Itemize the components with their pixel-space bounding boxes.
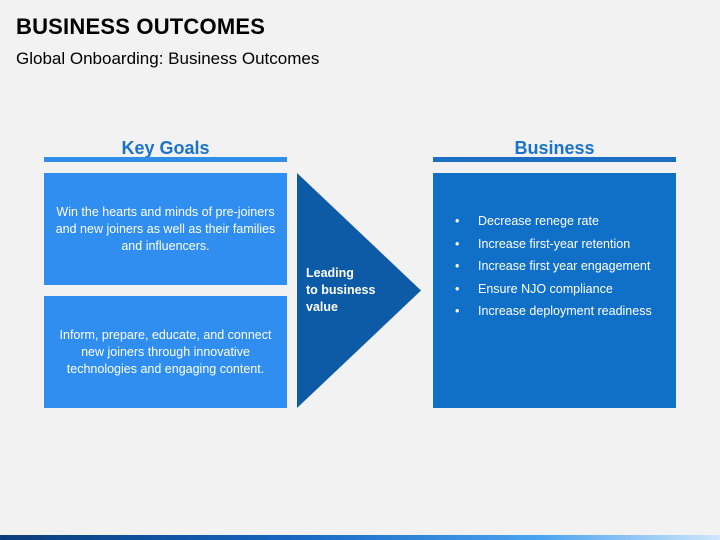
key-goals-heading: Key Goals — [121, 138, 210, 158]
goal-box-1: Win the hearts and minds of pre-joiners … — [44, 173, 287, 285]
arrow-label: Leading to business value — [306, 265, 386, 316]
chevron-arrow-shape — [297, 173, 421, 408]
goal-box-2-text: Inform, prepare, educate, and connect ne… — [59, 327, 272, 376]
business-heading: Business — [514, 138, 595, 158]
goal-box-2: Inform, prepare, educate, and connect ne… — [44, 296, 287, 408]
business-outcomes-list: •Decrease renege rate •Increase first-ye… — [455, 213, 666, 320]
list-item: •Increase first-year retention — [455, 236, 631, 251]
business-rule — [433, 157, 676, 162]
bullet-icon: • — [455, 304, 460, 318]
bullet-icon: • — [455, 281, 460, 296]
arrow-label-line-2: to business — [306, 283, 376, 297]
slide-subtitle: Global Onboarding: Business Outcomes — [16, 49, 320, 68]
key-goals-rule — [44, 157, 287, 162]
slide-title: BUSINESS OUTCOMES — [16, 14, 266, 39]
list-item: •Decrease renege rate — [455, 214, 599, 228]
footer-gradient-bar — [0, 535, 720, 540]
list-item: •Increase first year engagement — [455, 259, 651, 273]
bullet-icon: • — [455, 259, 460, 273]
goal-box-1-text: Win the hearts and minds of pre-joiners … — [55, 204, 276, 253]
arrow-label-line-1: Leading — [306, 266, 354, 280]
list-item: •Ensure NJO compliance — [455, 281, 613, 296]
bullet-icon: • — [455, 236, 460, 251]
chevron-arrow-icon — [297, 173, 421, 408]
list-item: •Increase deployment readiness — [455, 304, 652, 318]
arrow-label-line-3: value — [306, 300, 338, 314]
business-outcomes-box: •Decrease renege rate •Increase first-ye… — [433, 173, 676, 408]
bullet-icon: • — [455, 214, 460, 228]
